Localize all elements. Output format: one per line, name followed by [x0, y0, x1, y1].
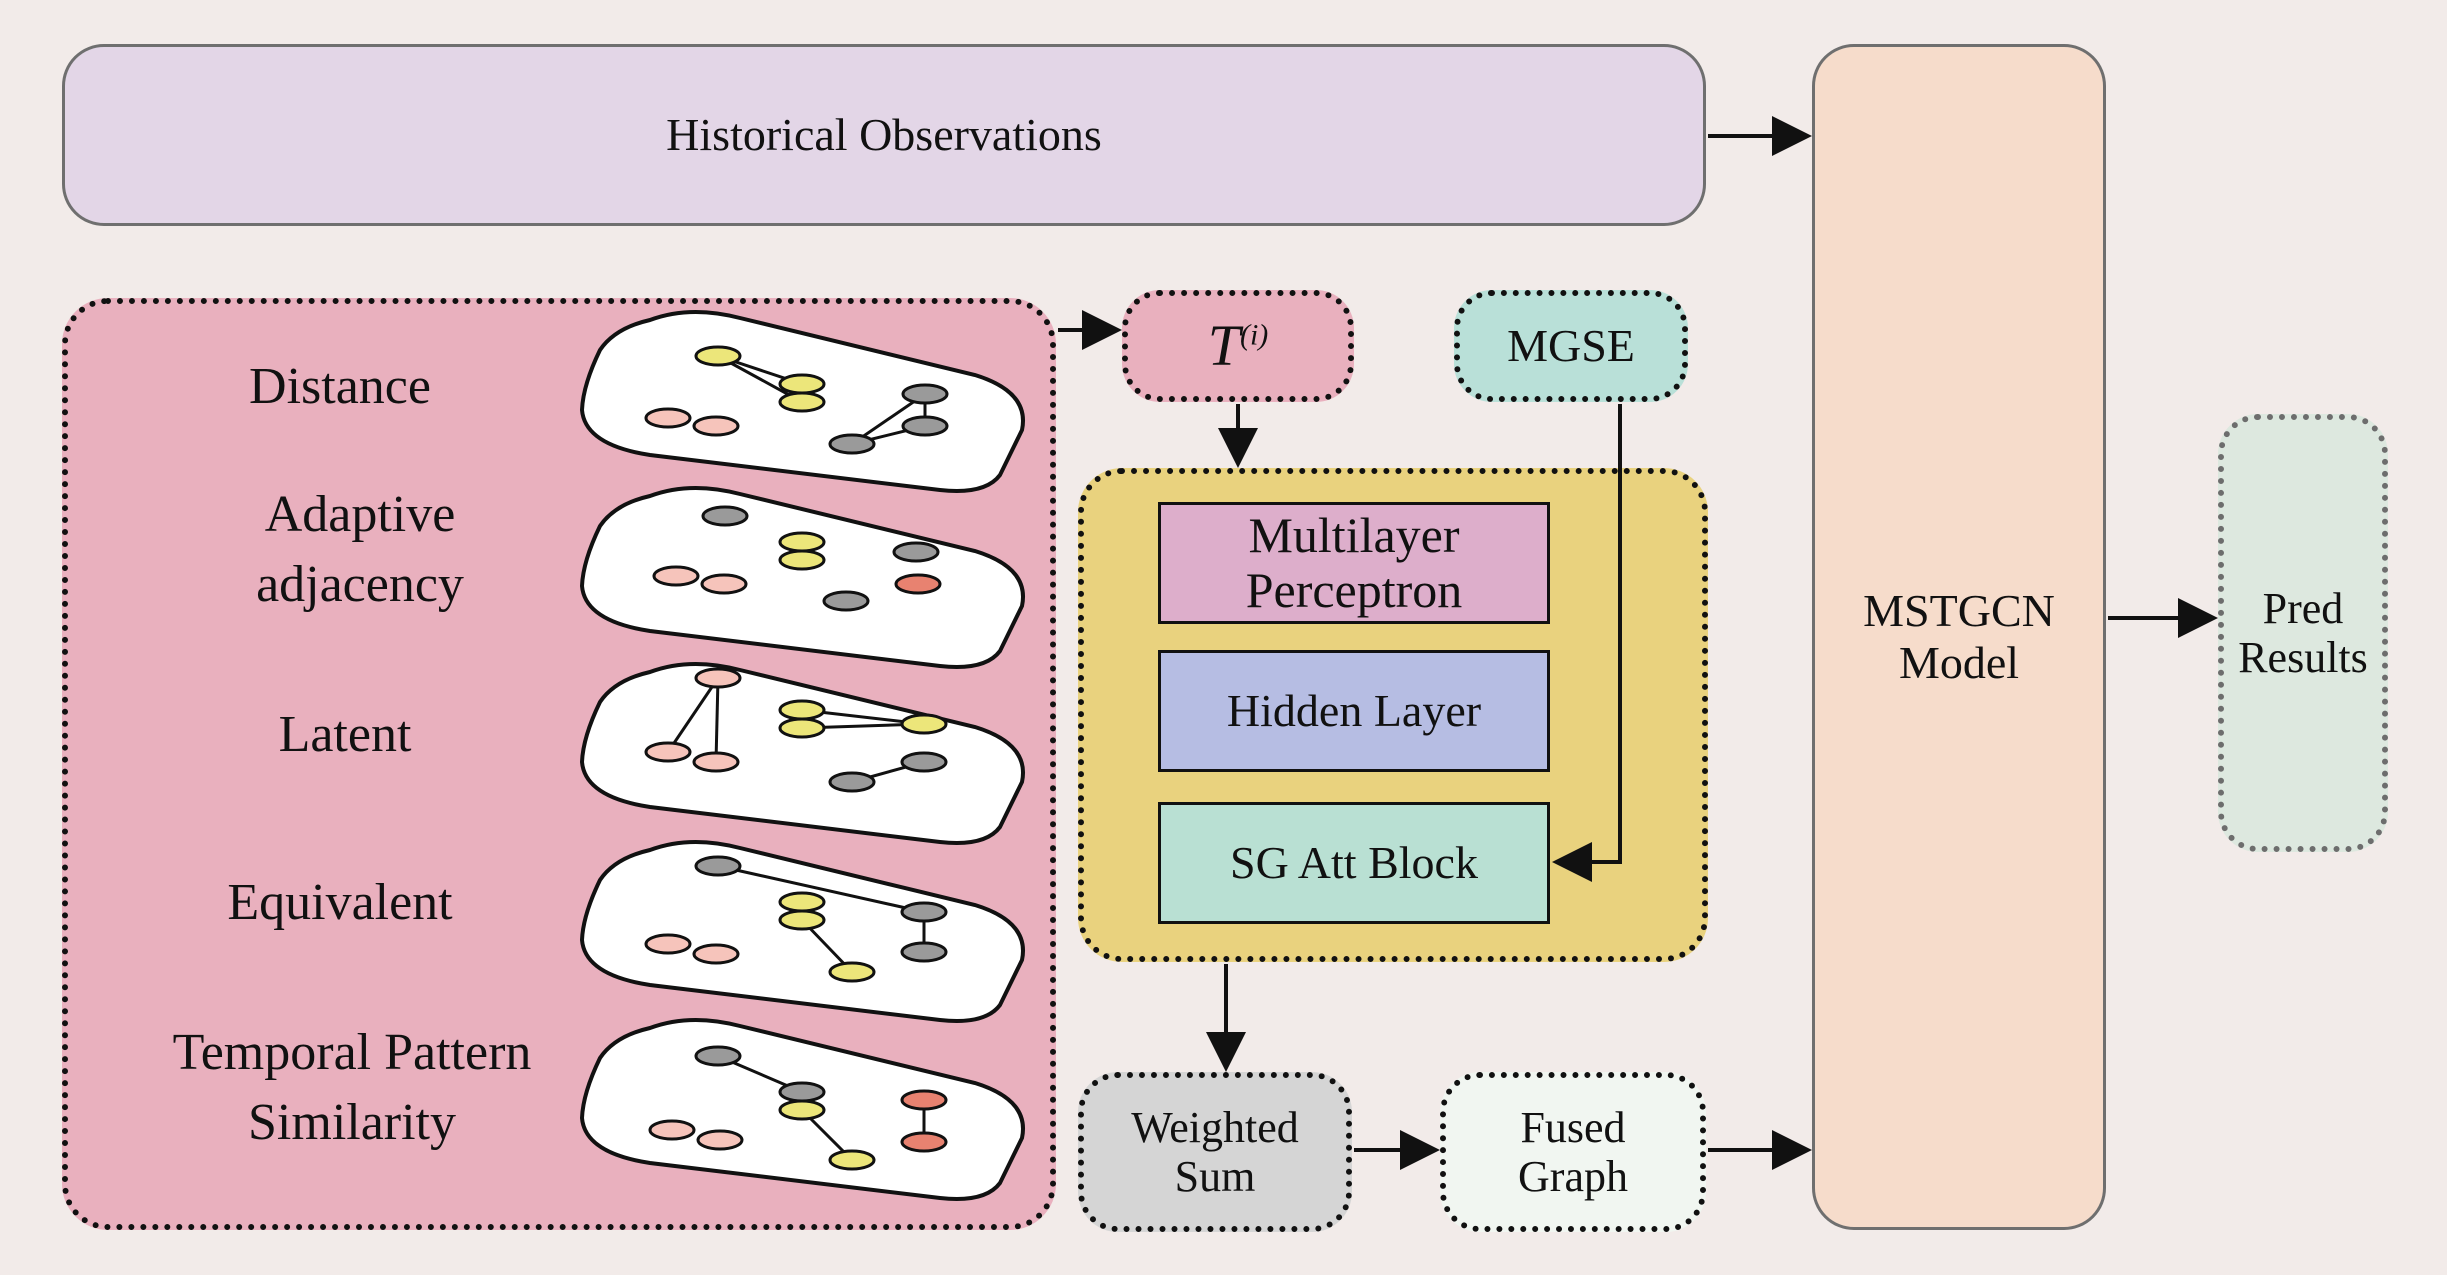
multilayer-perceptron-block: Multilayer Perceptron: [1158, 502, 1550, 624]
mlp-label-line2: Perceptron: [1245, 562, 1463, 618]
node: [778, 699, 826, 721]
node: [828, 771, 876, 793]
node: [900, 941, 948, 963]
node: [692, 415, 740, 437]
node: [900, 751, 948, 773]
graph-label-distance: Distance: [130, 352, 550, 422]
node: [701, 505, 749, 527]
node: [644, 741, 692, 763]
graph-sheet-equivalent: [579, 840, 1025, 1023]
node: [694, 667, 742, 689]
node: [692, 751, 740, 773]
weighted-sum-box: Weighted Sum: [1078, 1072, 1352, 1232]
graph-label-adaptive-line2: adjacency: [256, 556, 464, 614]
mstgcn-label-line2: Model: [1898, 637, 2020, 688]
node: [648, 1119, 696, 1141]
node: [828, 433, 876, 455]
graph-sheet-adaptive-adjacency: [579, 486, 1025, 669]
node: [778, 373, 826, 395]
mgse-box: MGSE: [1454, 290, 1688, 402]
weighted-sum-line2: Sum: [1174, 1152, 1256, 1201]
mstgcn-model-box: MSTGCN Model: [1812, 44, 2106, 1230]
t-i-superscript: (i): [1239, 318, 1269, 352]
historical-observations-box: Historical Observations: [62, 44, 1706, 226]
node: [828, 1149, 876, 1171]
pred-results-line1: Pred: [2262, 583, 2344, 633]
node: [700, 573, 748, 595]
fused-graph-box: Fused Graph: [1440, 1072, 1706, 1232]
node: [894, 573, 942, 595]
node: [778, 891, 826, 913]
historical-observations-label: Historical Observations: [666, 109, 1102, 161]
mgse-label: MGSE: [1507, 320, 1635, 372]
node: [694, 345, 742, 367]
node: [694, 1045, 742, 1067]
mlp-label-line1: Multilayer: [1248, 507, 1460, 563]
graph-sheet-latent: [579, 662, 1025, 845]
graph-label-equivalent-line1: Equivalent: [227, 874, 453, 931]
node: [828, 961, 876, 983]
graph-label-latent-line1: Latent: [278, 706, 412, 763]
node: [778, 531, 826, 553]
pred-results-line2: Results: [2238, 633, 2368, 682]
mstgcn-label-line1: MSTGCN: [1863, 585, 2055, 637]
sg-att-block: SG Att Block: [1158, 802, 1550, 924]
node: [778, 1099, 826, 1121]
node: [778, 909, 826, 931]
node: [692, 943, 740, 965]
node: [900, 713, 948, 735]
hidden-layer-label: Hidden Layer: [1226, 684, 1482, 736]
graph-label-temporal-line1: Temporal Pattern: [172, 1024, 532, 1081]
node: [892, 541, 940, 563]
graph-sheet-temporal-pattern-similarity: [579, 1018, 1025, 1201]
graph-label-adaptive-adjacency: Adaptive adjacency: [150, 480, 570, 620]
node: [900, 1131, 948, 1153]
sg-att-label: SG Att Block: [1230, 836, 1478, 888]
graph-label-latent: Latent: [130, 700, 560, 770]
t-i-symbol: T(i): [1207, 312, 1269, 379]
arrow-mgse-to-sg-att: [1552, 404, 1622, 882]
t-i-base: T: [1207, 312, 1240, 378]
node: [778, 1081, 826, 1103]
node: [822, 590, 870, 612]
graph-label-temporal-line2: Similarity: [248, 1094, 456, 1152]
node: [778, 717, 826, 739]
node: [696, 1129, 744, 1151]
weighted-sum-line1: Weighted: [1131, 1102, 1299, 1152]
node: [644, 407, 692, 429]
graph-sheet-distance: [579, 310, 1025, 493]
node: [901, 415, 949, 437]
graph-label-adaptive-line1: Adaptive: [264, 486, 456, 543]
arrows: [1058, 116, 2218, 1170]
graph-label-equivalent: Equivalent: [130, 868, 550, 938]
node: [900, 901, 948, 923]
node: [694, 855, 742, 877]
node: [778, 549, 826, 571]
node: [652, 565, 700, 587]
node: [778, 391, 826, 413]
node: [901, 383, 949, 405]
fused-graph-line2: Graph: [1518, 1152, 1628, 1201]
graph-label-temporal-pattern-similarity: Temporal Pattern Similarity: [132, 1018, 572, 1158]
t-i-box: T(i): [1122, 290, 1354, 402]
pred-results-box: Pred Results: [2218, 414, 2388, 852]
node: [900, 1089, 948, 1111]
hidden-layer-block: Hidden Layer: [1158, 650, 1550, 772]
fused-graph-line1: Fused: [1520, 1102, 1626, 1152]
graph-label-distance-line1: Distance: [249, 358, 431, 415]
node: [644, 933, 692, 955]
